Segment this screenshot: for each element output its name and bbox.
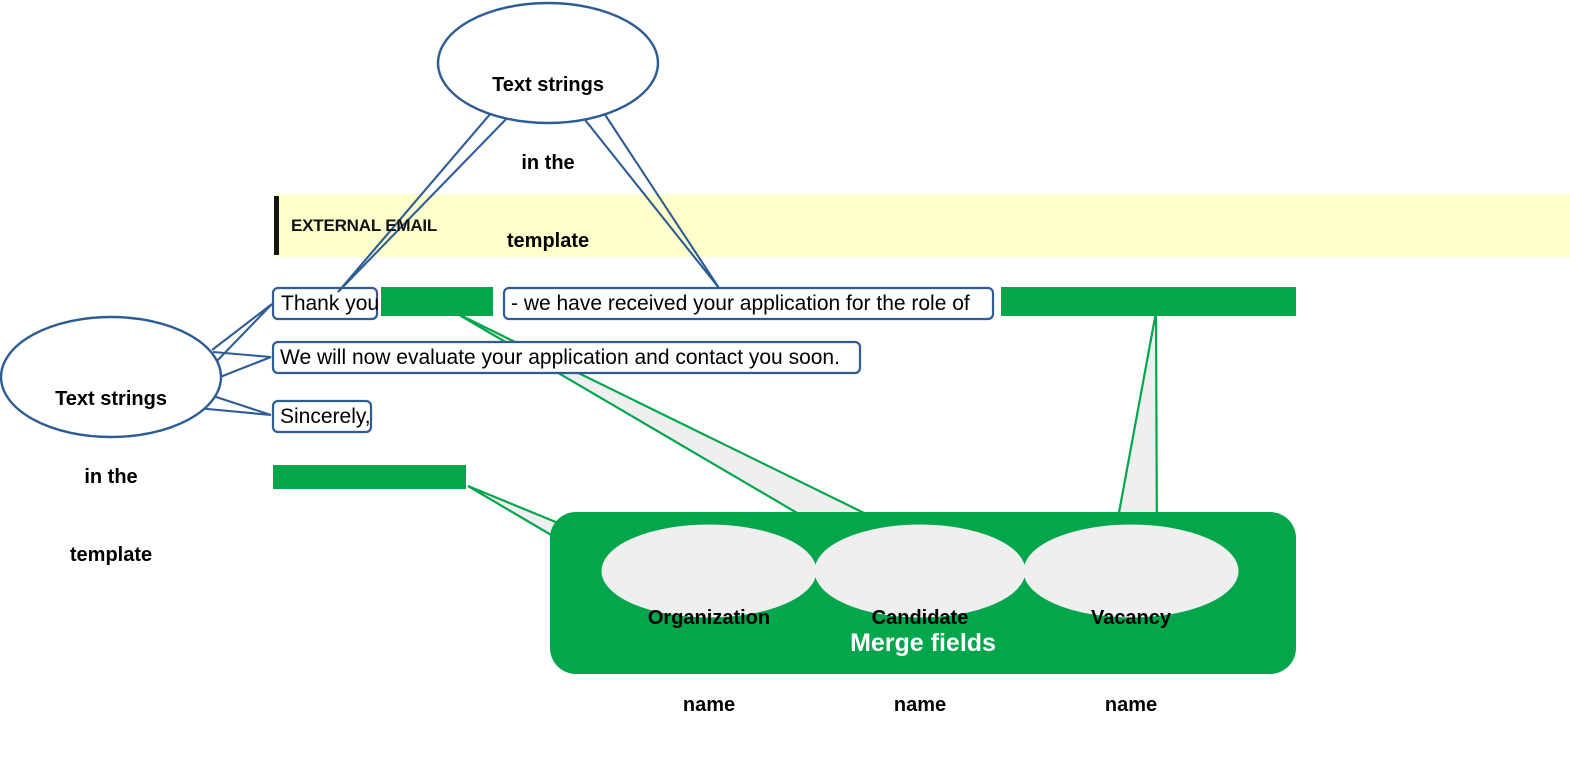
organization-name-field-bar xyxy=(273,465,466,489)
merge-field-label-vacancy-line-1: Vacancy xyxy=(1090,607,1172,629)
merge-field-label-vacancy: Vacancy name xyxy=(1026,546,1236,778)
sentence-text-box-label: - we have received your application for … xyxy=(511,292,970,315)
candidate-name-field-bar xyxy=(381,287,493,316)
top-annotation-ellipse xyxy=(436,1,660,125)
left-annotation-ellipse xyxy=(0,315,223,439)
top-annotation-line-3: template xyxy=(506,230,590,252)
left-annotation-line-1: Text strings xyxy=(55,388,167,410)
left-annotation-label: Text strings in the template xyxy=(1,334,221,620)
merge-field-label-organization-line-2: name xyxy=(682,694,736,716)
connector-left-to-greeting xyxy=(211,303,273,364)
signoff-text-box[interactable] xyxy=(271,399,373,434)
diagram-canvas: Text strings in the template Text string… xyxy=(0,1,1570,716)
greeting-text-box-label: Thank you xyxy=(281,292,380,315)
left-annotation-line-2: in the xyxy=(84,466,138,488)
merge-field-label-candidate-line-1: Candidate xyxy=(871,607,969,629)
merge-field-label-candidate: Candidate name xyxy=(815,546,1025,778)
merge-field-label-vacancy-line-2: name xyxy=(1104,694,1158,716)
connector-left-to-signoff xyxy=(196,393,272,417)
vacancy-name-field-bar xyxy=(1001,287,1296,316)
connector-top-to-sentence xyxy=(577,103,720,289)
merge-field-label-candidate-line-2: name xyxy=(893,694,947,716)
left-annotation-line-3: template xyxy=(69,544,153,566)
evaluate-text-box-label: We will now evaluate your application an… xyxy=(280,346,840,369)
top-annotation-line-2: in the xyxy=(521,152,575,174)
merge-fields-panel-title: Merge fields xyxy=(850,629,996,657)
evaluate-text-box[interactable] xyxy=(271,340,862,375)
sentence-text-box[interactable] xyxy=(502,286,995,321)
connector-top-to-greeting xyxy=(337,105,514,293)
greeting-text-box[interactable] xyxy=(271,286,379,321)
connector-left-to-evaluate xyxy=(209,350,272,382)
signoff-text-box-label: Sincerely, xyxy=(280,405,371,428)
external-email-banner-label: EXTERNAL EMAIL xyxy=(291,216,438,235)
top-annotation-line-1: Text strings xyxy=(492,74,604,96)
diagram-vector-layer xyxy=(0,1,1570,674)
merge-field-label-organization: Organization name xyxy=(604,546,814,778)
external-email-banner-accent-bar xyxy=(274,196,279,255)
top-annotation-label: Text strings in the template xyxy=(438,20,658,306)
merge-field-label-organization-line-1: Organization xyxy=(647,607,771,629)
external-email-banner xyxy=(274,194,1570,257)
merge-field-ellipse-vacancy[interactable] xyxy=(1023,524,1239,618)
